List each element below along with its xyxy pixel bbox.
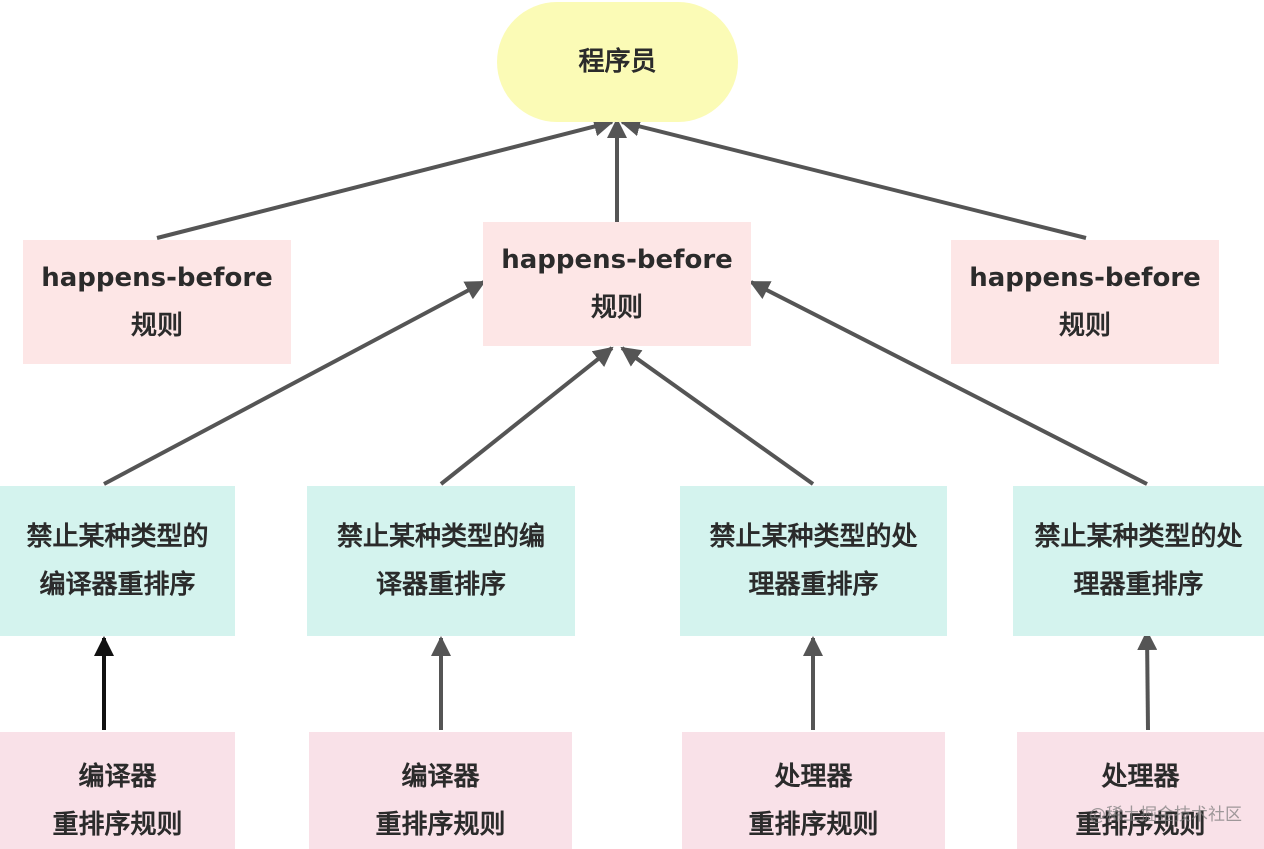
node-label-line2: 规则 xyxy=(1058,311,1111,341)
edge-mid4-to-hb-center xyxy=(749,280,1148,486)
node-label-line1: happens-before xyxy=(969,263,1201,293)
node-label-line2: 理器重排序 xyxy=(748,570,879,600)
node-prohibit-compiler-1: 禁止某种类型的 编译器重排序 xyxy=(0,486,235,636)
node-programmer-label: 程序员 xyxy=(578,47,657,77)
node-label-line2: 重排序规则 xyxy=(1075,810,1206,840)
edge-mid2-to-hb-center xyxy=(439,346,614,486)
node-label-line1: 禁止某种类型的编 xyxy=(336,522,545,552)
node-prohibit-compiler-2: 禁止某种类型的编 译器重排序 xyxy=(307,486,575,636)
node-prohibit-processor-2: 禁止某种类型的处 理器重排序 xyxy=(1013,486,1264,636)
node-label-line2: 重排序规则 xyxy=(375,810,506,840)
node-processor-rule-2: 处理器 重排序规则 xyxy=(1017,732,1264,849)
node-label-line2: 理器重排序 xyxy=(1073,570,1204,600)
node-label-line2: 规则 xyxy=(590,293,643,323)
node-compiler-rule-2: 编译器 重排序规则 xyxy=(309,732,572,849)
node-compiler-rule-1: 编译器 重排序规则 xyxy=(0,732,235,849)
node-label-line2: 编译器重排序 xyxy=(39,570,196,600)
edge-mid1-to-hb-center xyxy=(103,280,486,486)
node-label-line1: 禁止某种类型的处 xyxy=(709,522,918,552)
node-prohibit-processor-1: 禁止某种类型的处 理器重排序 xyxy=(680,486,947,636)
node-label-line1: 禁止某种类型的 xyxy=(26,522,209,552)
node-label-line1: 编译器 xyxy=(401,762,480,792)
node-label-line1: 编译器 xyxy=(78,762,157,792)
node-label-line1: 禁止某种类型的处 xyxy=(1034,522,1243,552)
node-processor-rule-1: 处理器 重排序规则 xyxy=(682,732,945,849)
edge-hb-right-to-programmer xyxy=(620,116,1087,240)
node-label-line1: 处理器 xyxy=(774,762,853,792)
node-label-line1: happens-before xyxy=(41,263,273,293)
node-label-line2: 规则 xyxy=(130,311,183,341)
edge-bot4-to-mid4 xyxy=(1137,630,1158,731)
edge-mid3-to-hb-center xyxy=(620,346,815,486)
watermark: @稀土掘金技术社区 xyxy=(1089,805,1242,825)
node-label-line2: 重排序规则 xyxy=(748,810,879,840)
node-label-line2: 重排序规则 xyxy=(52,810,183,840)
edge-hb-left-to-programmer xyxy=(156,116,614,240)
node-happens-before-left: happens-before 规则 xyxy=(23,240,291,364)
node-happens-before-center: happens-before 规则 xyxy=(483,222,751,346)
node-label-line1: happens-before xyxy=(501,245,733,275)
node-programmer: 程序员 xyxy=(497,2,738,122)
node-label-line2: 译器重排序 xyxy=(375,570,506,600)
node-label-line1: 处理器 xyxy=(1101,762,1180,792)
node-happens-before-right: happens-before 规则 xyxy=(951,240,1219,364)
